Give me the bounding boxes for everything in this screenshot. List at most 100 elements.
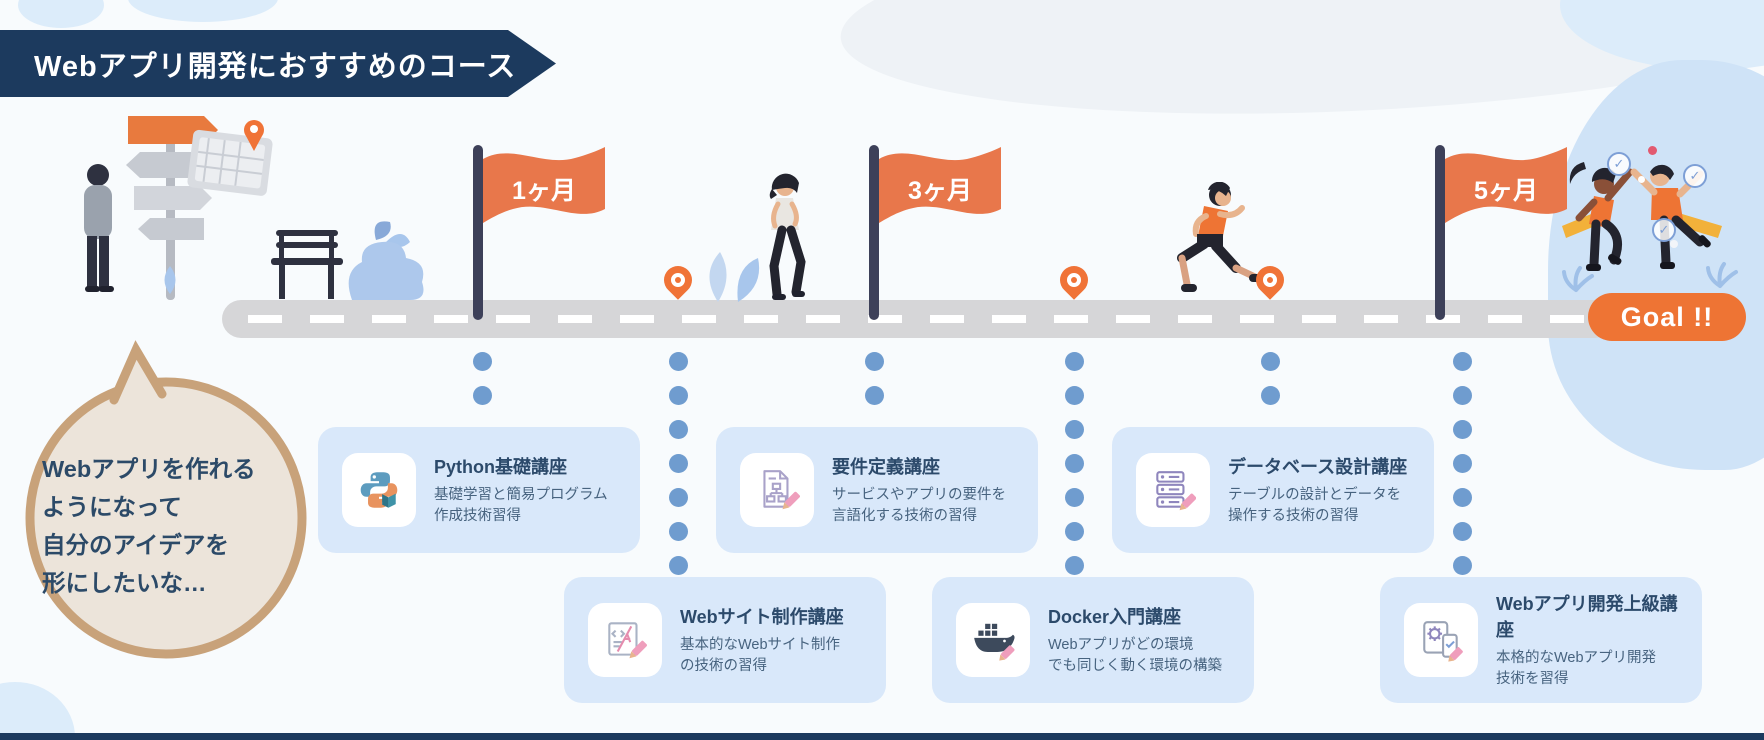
- confetti-dot: [1670, 240, 1678, 248]
- speech-bubble: [8, 340, 324, 680]
- goal-badge: Goal !!: [1588, 293, 1746, 341]
- course-description: 基礎学習と簡易プログラム 作成技術習得: [434, 485, 608, 527]
- course-description: 基本的なWebサイト制作 の技術の習得: [680, 635, 844, 677]
- road: [222, 300, 1614, 338]
- connector-dot: [1453, 556, 1472, 575]
- walking-woman-illustration: [748, 172, 818, 309]
- python-logo-icon: [360, 472, 398, 508]
- bubble-line: 自分のアイデアを: [42, 532, 229, 558]
- course-desc-line: サービスやアプリの要件を: [832, 486, 1006, 503]
- bg-blob: [0, 682, 75, 740]
- course-title: データベース設計講座: [1228, 456, 1408, 477]
- course-title: Webアプリ開発上級講座: [1496, 593, 1678, 640]
- course-card-advanced-webapp: Webアプリ開発上級講座 本格的なWebアプリ開発 技術を習得: [1380, 577, 1702, 703]
- dotted-connector: [669, 352, 688, 575]
- location-pin-icon: [1054, 260, 1094, 300]
- course-desc-line: テーブルの設計とデータを: [1228, 486, 1402, 503]
- connector-dot: [1453, 420, 1472, 439]
- milestone-label: 3ヶ月: [908, 177, 972, 205]
- course-icon-tile: [588, 603, 662, 677]
- connector-dot: [1065, 420, 1084, 439]
- bush-illustration: [342, 220, 438, 307]
- course-desc-line: 技術を習得: [1496, 671, 1569, 687]
- milestone-flag-2: 3ヶ月: [879, 147, 1001, 233]
- bubble-line: Webアプリを作れる: [42, 456, 256, 482]
- bg-wave: [835, 0, 1764, 138]
- connector-dot: [1453, 522, 1472, 541]
- course-desc-line: でも同じく動く環境の構築: [1048, 658, 1222, 674]
- connector-dot: [1261, 386, 1280, 405]
- course-card-website: Webサイト制作講座 基本的なWebサイト制作 の技術の習得: [564, 577, 886, 703]
- web-design-pencil-icon: [608, 622, 647, 659]
- check-circle-icon: [1683, 164, 1707, 188]
- milestone-flag-1: 1ヶ月: [483, 147, 605, 233]
- bg-blob: [18, 0, 104, 28]
- celebration-illustration: [1524, 140, 1764, 311]
- standing-man-illustration: [68, 162, 128, 307]
- dotted-connector: [1261, 352, 1280, 405]
- connector-dot: [669, 352, 688, 371]
- course-icon-tile: [1136, 453, 1210, 527]
- check-circle-icon: [1607, 152, 1631, 176]
- confetti-dot: [1638, 176, 1645, 183]
- course-desc-line: 本格的なWebアプリ開発: [1496, 649, 1657, 666]
- page-title: Webアプリ開発におすすめのコース: [34, 50, 517, 83]
- road-center-dashes: [248, 315, 1588, 323]
- course-desc-line: 基礎学習と簡易プログラム: [434, 486, 608, 503]
- course-title: 要件定義講座: [832, 456, 940, 477]
- dotted-connector: [865, 352, 884, 405]
- course-description: 本格的なWebアプリ開発 技術を習得: [1496, 648, 1686, 690]
- bg-blob: [128, 0, 278, 22]
- course-icon-tile: [342, 453, 416, 527]
- bubble-line: 形にしたいな…: [42, 570, 207, 596]
- course-title: Docker入門講座: [1048, 606, 1182, 627]
- connector-dot: [669, 488, 688, 507]
- requirements-document-icon: [763, 470, 800, 510]
- bubble-line: ようになって: [42, 494, 182, 520]
- course-desc-line: Webアプリがどの環境: [1048, 636, 1194, 653]
- dotted-connector: [1453, 352, 1472, 575]
- connector-dot: [1261, 352, 1280, 371]
- connector-dot: [1065, 352, 1084, 371]
- bg-blob: [1560, 0, 1764, 70]
- connector-dot: [669, 386, 688, 405]
- course-card-docker: Docker入門講座 Webアプリがどの環境 でも同じく動く環境の構築: [932, 577, 1254, 703]
- check-circle-icon: [1652, 218, 1676, 242]
- course-card-database: データベース設計講座 テーブルの設計とデータを 操作する技術の習得: [1112, 427, 1434, 553]
- course-desc-line: 作成技術習得: [434, 508, 521, 524]
- course-card-python: Python基礎講座 基礎学習と簡易プログラム 作成技術習得: [318, 427, 640, 553]
- course-icon-tile: [956, 603, 1030, 677]
- course-icon-tile: [1404, 603, 1478, 677]
- course-desc-line: 操作する技術の習得: [1228, 508, 1359, 524]
- connector-dot: [865, 352, 884, 371]
- database-design-icon: [1156, 471, 1196, 511]
- course-card-requirements: 要件定義講座 サービスやアプリの要件を 言語化する技術の習得: [716, 427, 1038, 553]
- connector-dot: [473, 352, 492, 371]
- connector-dot: [669, 454, 688, 473]
- location-pin-icon: [658, 260, 698, 300]
- flagpole: [869, 145, 879, 320]
- connector-dot: [1065, 556, 1084, 575]
- confetti-dot: [1648, 146, 1657, 155]
- flagpole: [473, 145, 483, 320]
- course-desc-line: の技術の習得: [680, 658, 767, 674]
- running-man-illustration: [1152, 181, 1262, 309]
- milestone-flag-3: 5ヶ月: [1445, 147, 1567, 233]
- title-banner: Webアプリ開発におすすめのコース: [0, 30, 556, 97]
- course-icon-tile: [740, 453, 814, 527]
- advanced-webapp-icon: [1423, 621, 1463, 662]
- connector-dot: [1065, 454, 1084, 473]
- milestone-label: 1ヶ月: [512, 177, 576, 205]
- connector-dot: [1453, 386, 1472, 405]
- connector-dot: [1065, 386, 1084, 405]
- flagpole: [1435, 145, 1445, 320]
- course-description: サービスやアプリの要件を 言語化する技術の習得: [832, 485, 1006, 527]
- speech-bubble-text: Webアプリを作れる ようになって 自分のアイデアを 形にしたいな…: [42, 450, 298, 602]
- connector-dot: [669, 420, 688, 439]
- docker-whale-icon: [974, 623, 1015, 661]
- connector-dot: [1453, 352, 1472, 371]
- connector-dot: [1065, 488, 1084, 507]
- map-illustration: [186, 118, 286, 207]
- signpost-illustration: [118, 108, 278, 309]
